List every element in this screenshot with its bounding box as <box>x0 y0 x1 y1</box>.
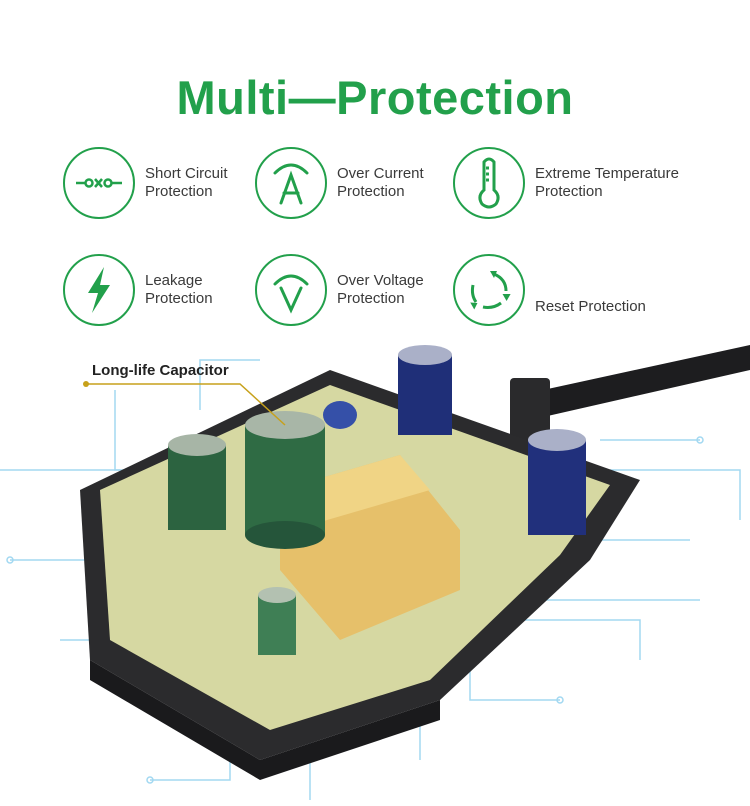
capacitor-large-green <box>245 411 325 549</box>
thermometer-icon <box>453 147 525 219</box>
feature-label: Extreme Temperature <box>535 165 679 182</box>
capacitor-blue-top <box>398 345 452 435</box>
page-title: Multi—Protection <box>176 71 574 124</box>
feature-label: Over Current <box>337 165 424 182</box>
voltmeter-icon <box>255 254 327 326</box>
capacitor-blue-right <box>528 429 586 535</box>
reset-cycle-icon <box>453 254 525 326</box>
feature-label: Protection <box>535 183 603 200</box>
charger-internal-illustration <box>0 345 750 800</box>
feature-label: Leakage <box>145 272 203 289</box>
feature-label: Protection <box>145 290 213 307</box>
capacitor-callout-label: Long-life Capacitor <box>92 362 229 379</box>
feature-label: Short Circuit <box>145 165 228 182</box>
feature-reset: Reset Protection <box>453 254 685 326</box>
feature-label: Protection <box>337 183 405 200</box>
power-cable <box>520 345 750 420</box>
feature-label: Over Voltage <box>337 272 424 289</box>
short-circuit-icon <box>63 147 135 219</box>
lightning-icon <box>63 254 135 326</box>
feature-label: Protection <box>145 183 213 200</box>
feature-label: Reset Protection <box>535 298 646 315</box>
ceramic-capacitor <box>323 401 357 429</box>
ammeter-icon <box>255 147 327 219</box>
callout-line <box>86 383 286 426</box>
feature-label: Protection <box>337 290 405 307</box>
strain-relief <box>510 378 550 448</box>
capacitor-small-green <box>258 587 296 655</box>
capacitor-left-green <box>168 434 226 530</box>
